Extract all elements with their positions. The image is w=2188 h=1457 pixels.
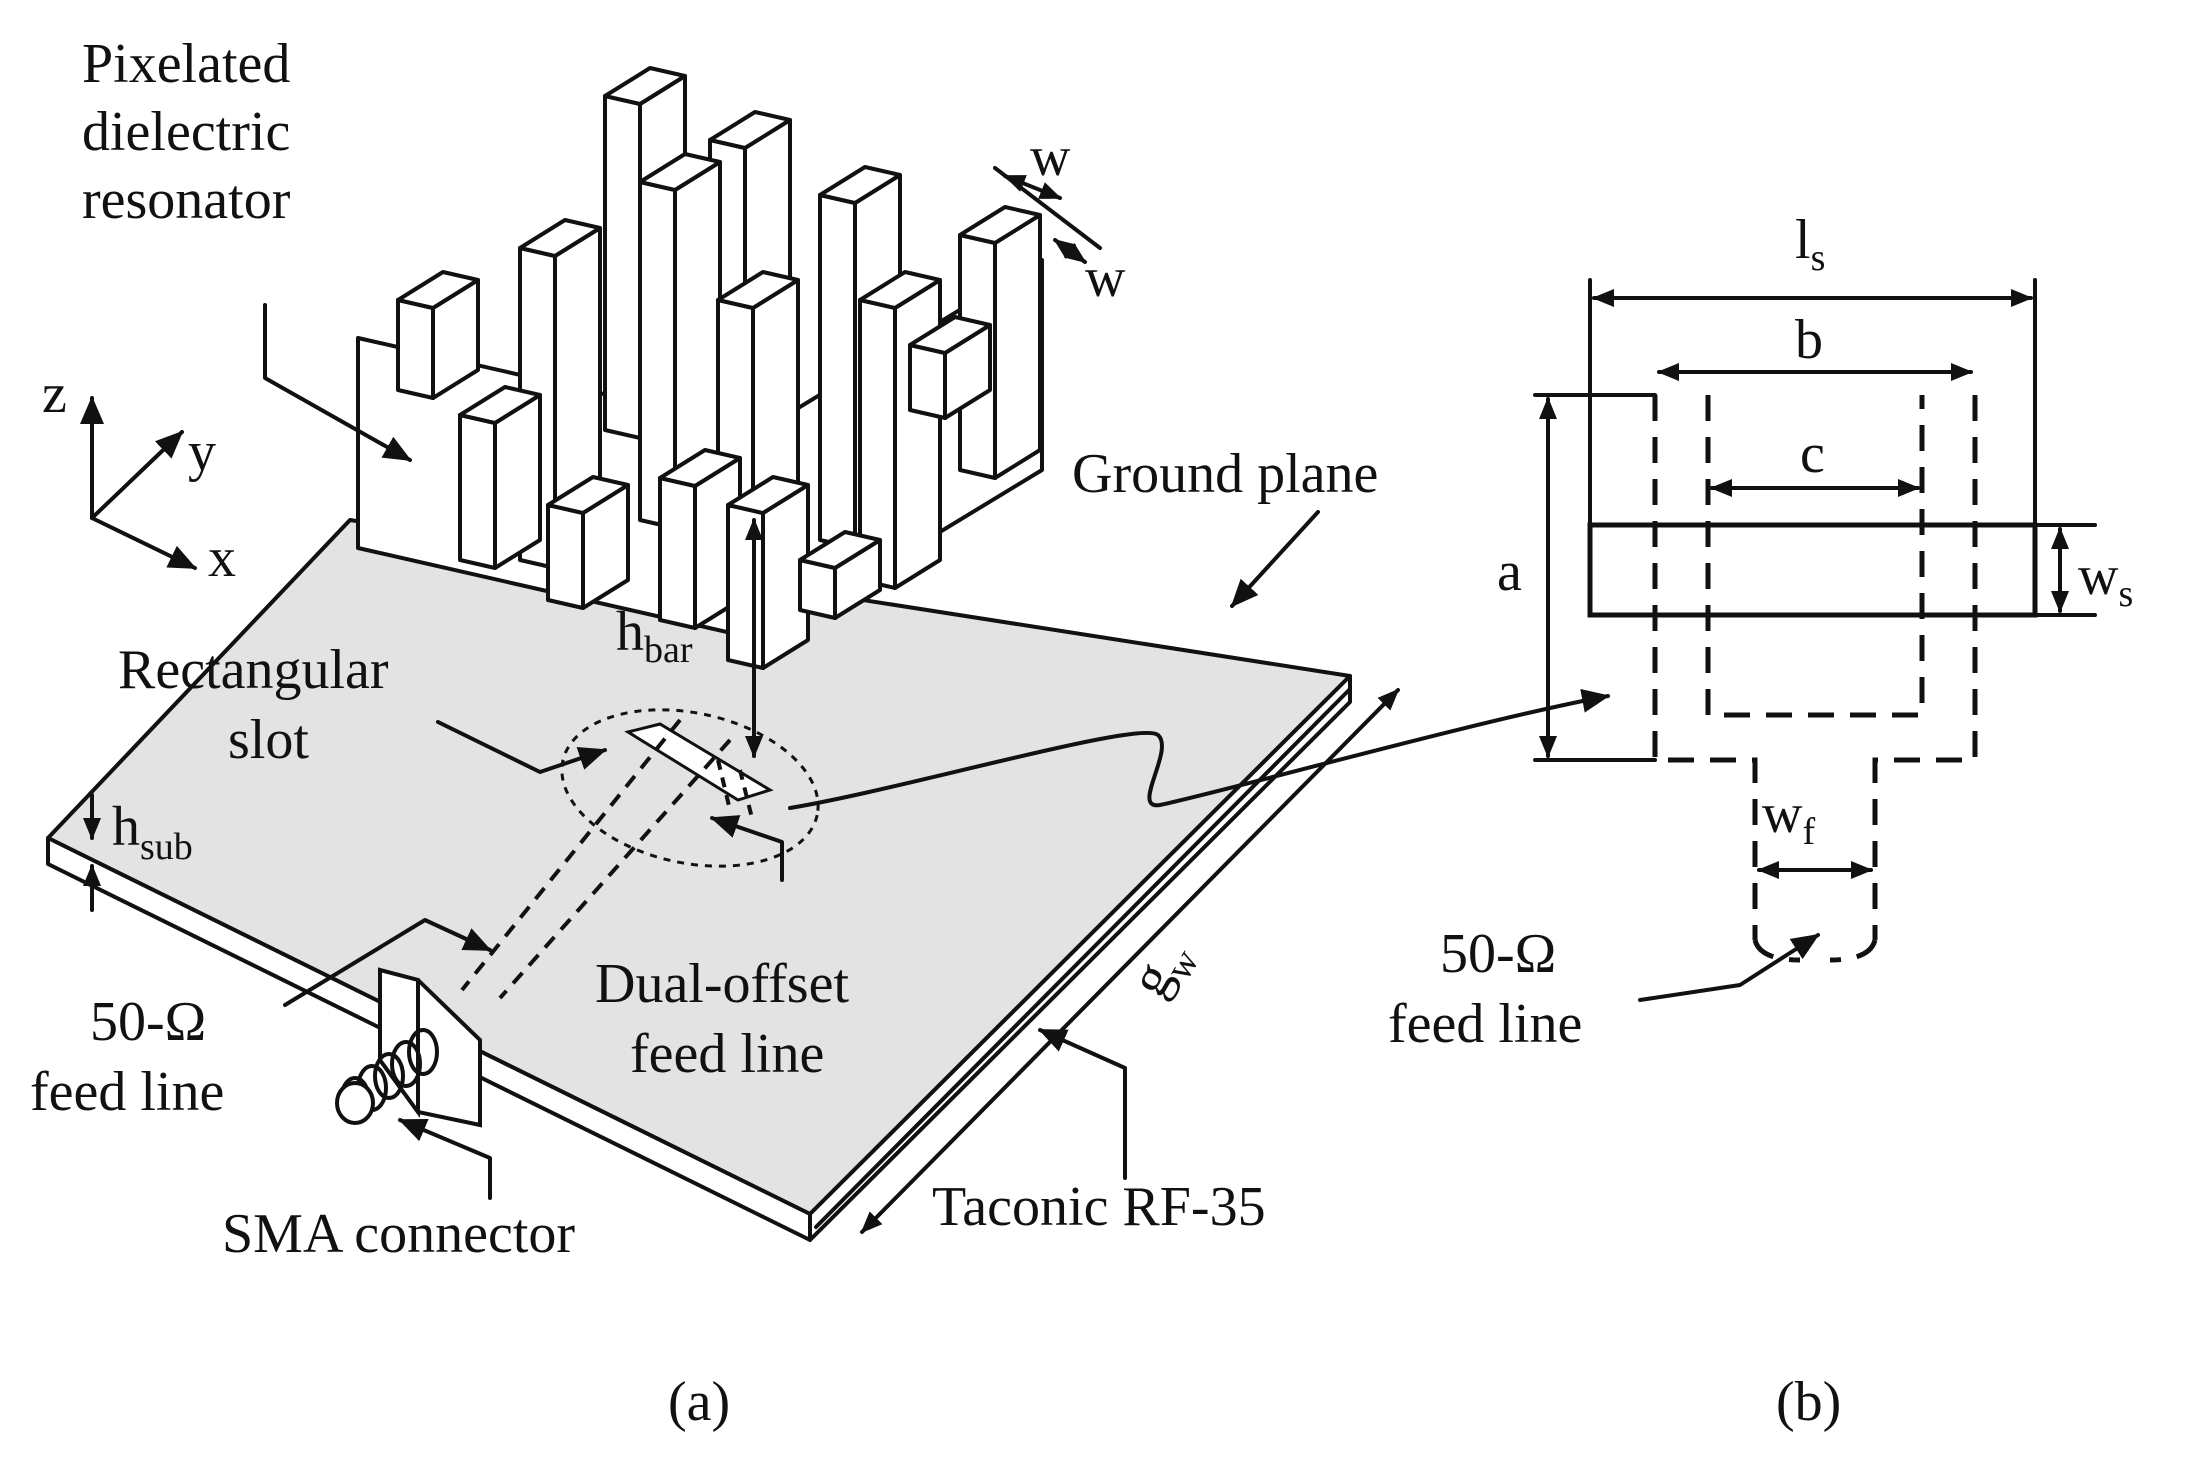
pixelated-dielectric-resonator	[356, 66, 1044, 670]
dim-ls-label: ls	[1795, 209, 1825, 279]
figure-b: ls b c a ws wf 50-Ω feed line (b)	[1388, 209, 2133, 1433]
sma-connector-label: SMA connector	[222, 1203, 575, 1265]
feed-line-leader-b	[1638, 933, 1820, 1002]
pillar	[726, 475, 810, 670]
substrate-board	[46, 518, 1352, 1242]
inner-feed-outline	[1705, 395, 1925, 718]
pillar	[458, 385, 542, 570]
pillar	[658, 448, 742, 630]
pixelated-dr-label: Pixelated dielectric resonator	[82, 33, 304, 231]
dim-w-top: w	[1030, 126, 1071, 188]
dim-w: w w	[993, 126, 1126, 309]
slot-region	[460, 708, 820, 1000]
axis-x-label: x	[208, 527, 236, 589]
dim-hsub: hsub	[83, 793, 193, 912]
dim-ws-label: ws	[2078, 545, 2133, 615]
dim-b-label: b	[1795, 309, 1823, 371]
axis-y-label: y	[188, 421, 216, 483]
axes-indicator: z y x	[42, 363, 236, 589]
outer-feed-outline	[1652, 395, 1758, 940]
pillar	[546, 475, 630, 610]
slot-rect	[1587, 522, 2038, 618]
dim-hsub-main: hsub	[112, 796, 193, 868]
feed-line-label-a: 50-Ω feed line	[30, 991, 224, 1123]
dim-gw-main: gw	[1118, 927, 1208, 1011]
pillar	[396, 270, 480, 400]
feed-line-label-b: 50-Ω feed line	[1388, 923, 1582, 1055]
dim-hbar-main: hbar	[616, 601, 693, 671]
sma-connector	[335, 967, 482, 1128]
taconic-label: Taconic RF-35	[932, 1176, 1266, 1238]
dim-wf-label: wf	[1762, 783, 1815, 853]
ground-plane-label: Ground plane	[1072, 443, 1378, 505]
dim-c-label: c	[1800, 423, 1825, 485]
axis-z-label: z	[42, 363, 67, 425]
rect-slot-label: Rectangular slot	[118, 639, 403, 771]
caption-b: (b)	[1776, 1371, 1841, 1433]
caption-a: (a)	[668, 1371, 730, 1433]
figure-a: z y x w w hbar hsub gw	[30, 33, 1610, 1433]
dual-offset-label: Dual-offset feed line	[595, 953, 863, 1085]
pillar	[798, 530, 882, 620]
dim-hbar: hbar	[616, 518, 763, 758]
dim-a-label: a	[1497, 541, 1522, 603]
pillar	[908, 315, 992, 420]
leader-lines	[263, 303, 1610, 1200]
dim-w-side: w	[1085, 247, 1126, 309]
pillar	[958, 205, 1042, 480]
